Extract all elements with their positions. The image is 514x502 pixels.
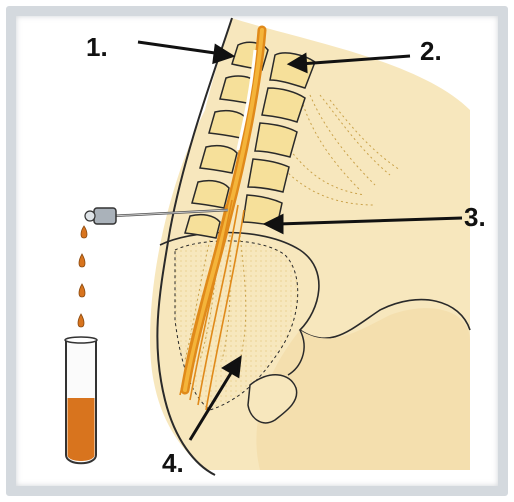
label-2: 2. [420, 36, 442, 66]
label-3: 3. [464, 202, 486, 232]
test-tube [65, 337, 97, 463]
arrow-1 [138, 42, 222, 54]
label-4: 4. [162, 448, 184, 478]
csf-drops [78, 226, 87, 327]
label-1: 1. [86, 32, 108, 62]
